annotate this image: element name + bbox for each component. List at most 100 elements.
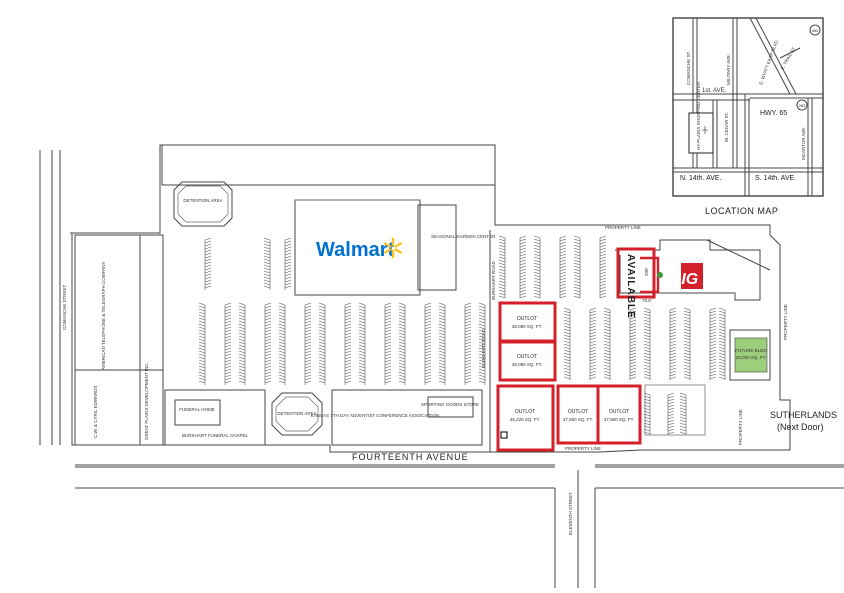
parking-stall-line <box>318 347 326 351</box>
parking-stall-line <box>498 259 506 263</box>
parking-stall-line <box>358 323 366 327</box>
parking-stall-line <box>284 240 292 244</box>
parking-stall-line <box>284 237 292 241</box>
parking-stall-line <box>304 380 312 384</box>
parking-stall-line <box>683 328 691 332</box>
parking-stall-line <box>304 326 312 330</box>
parking-stall-line <box>278 371 286 375</box>
parking-stall-line <box>318 323 326 327</box>
parking-stall-line <box>438 356 446 360</box>
parking-stall-line <box>304 332 312 336</box>
parking-stall-line <box>278 341 286 345</box>
parking-stall-line <box>198 362 206 366</box>
parking-stall-line <box>344 305 352 309</box>
parking-stall-line <box>278 314 286 318</box>
parking-stall-line <box>498 250 506 254</box>
parking-stall-line <box>573 295 581 299</box>
parking-stall-line <box>709 355 717 359</box>
parking-stall-line <box>198 314 206 318</box>
parking-stall-line <box>643 346 651 350</box>
parking-stall-line <box>264 314 272 318</box>
parking-stall-line <box>344 314 352 318</box>
parking-stall-line <box>398 329 406 333</box>
parking-stall-line <box>603 313 611 317</box>
route-400-label: 400 <box>812 28 819 33</box>
parking-stall-line <box>603 352 611 356</box>
parking-stall-line <box>519 235 527 239</box>
parking-stall-line <box>573 286 581 290</box>
parking-stall-line <box>384 323 392 327</box>
parking-stall-line <box>629 355 637 359</box>
parking-stall-line <box>559 238 567 242</box>
parking-stall-line <box>238 359 246 363</box>
parking-stall-line <box>643 361 651 365</box>
parking-stall-line <box>264 335 272 339</box>
route-283-shield-icon <box>796 99 808 111</box>
parking-stall-line <box>599 238 607 242</box>
parking-stall-line <box>533 259 541 263</box>
parking-stall-line <box>198 380 206 384</box>
loc-mcarthur-label: MCARTOR AVE. <box>801 126 806 160</box>
parking-stall-line <box>589 355 597 359</box>
parking-stall-line <box>398 323 406 327</box>
parking-stall-line <box>559 256 567 260</box>
parking-stall-line <box>198 311 206 315</box>
loc-first-ave-label: 1st. AVE. <box>702 88 727 94</box>
parking-stall-line <box>344 374 352 378</box>
parking-stall-line <box>669 352 677 356</box>
parking-stall-line <box>438 323 446 327</box>
parking-stall-line <box>398 353 406 357</box>
parking-stall-line <box>278 356 286 360</box>
parking-stall-line <box>478 362 486 366</box>
parking-stall-line <box>304 377 312 381</box>
parking-stall-line <box>204 252 212 256</box>
parking-stall-line <box>204 267 212 271</box>
parking-stall-line <box>358 341 366 345</box>
parking-stall-line <box>318 365 326 369</box>
parking-stall-line <box>204 273 212 277</box>
parking-stall-line <box>304 338 312 342</box>
parking-stall-line <box>424 308 432 312</box>
parking-stall-line <box>438 344 446 348</box>
parking-stall-line <box>263 249 271 253</box>
future-bldg-size: 20,000 SQ. FT. <box>736 355 766 360</box>
parking-stall-line <box>264 380 272 384</box>
parking-stall-line <box>667 404 675 408</box>
parking-stall-line <box>464 374 472 378</box>
parking-stall-line <box>478 326 486 330</box>
parking-stall-line <box>563 316 571 320</box>
parking-stall-line <box>318 338 326 342</box>
parking-stall-line <box>709 325 717 329</box>
parking-stall-line <box>679 419 687 423</box>
outlot-4-label: OUTLOT <box>568 409 588 415</box>
outlot-3: OUTLOT 46,220 SQ. FT. <box>496 384 555 452</box>
parking-stall-line <box>589 328 597 332</box>
parking-stall-line <box>573 274 581 278</box>
parking-stall-line <box>629 367 637 371</box>
parking-stall-line <box>563 310 571 314</box>
parking-stall-line <box>358 332 366 336</box>
parking-stall-line <box>224 305 232 309</box>
parking-stall-line <box>563 328 571 332</box>
parking-stall-line <box>204 258 212 262</box>
parking-stall-line <box>318 374 326 378</box>
parking-stall-line <box>599 277 607 281</box>
loc-military-label: MILITARY AVE. <box>726 54 731 85</box>
parking-stall-line <box>533 286 541 290</box>
parking-stall-line <box>224 317 232 321</box>
parking-stall-line <box>559 259 567 263</box>
parking-stall-line <box>718 343 726 347</box>
svg-text:BIG R: BIG R <box>670 271 715 288</box>
parking-stall-line <box>498 238 506 242</box>
parking-stall-line <box>424 365 432 369</box>
parking-stall-line <box>264 317 272 321</box>
parking-stall-line <box>358 344 366 348</box>
parking-stall-line <box>358 371 366 375</box>
parking-stall-line <box>478 356 486 360</box>
parking-stall-line <box>224 335 232 339</box>
parking-stall-line <box>559 250 567 254</box>
parking-stall-line <box>498 271 506 275</box>
parking-stall-line <box>603 358 611 362</box>
parking-stall-line <box>533 280 541 284</box>
parking-stall-line <box>559 235 567 239</box>
